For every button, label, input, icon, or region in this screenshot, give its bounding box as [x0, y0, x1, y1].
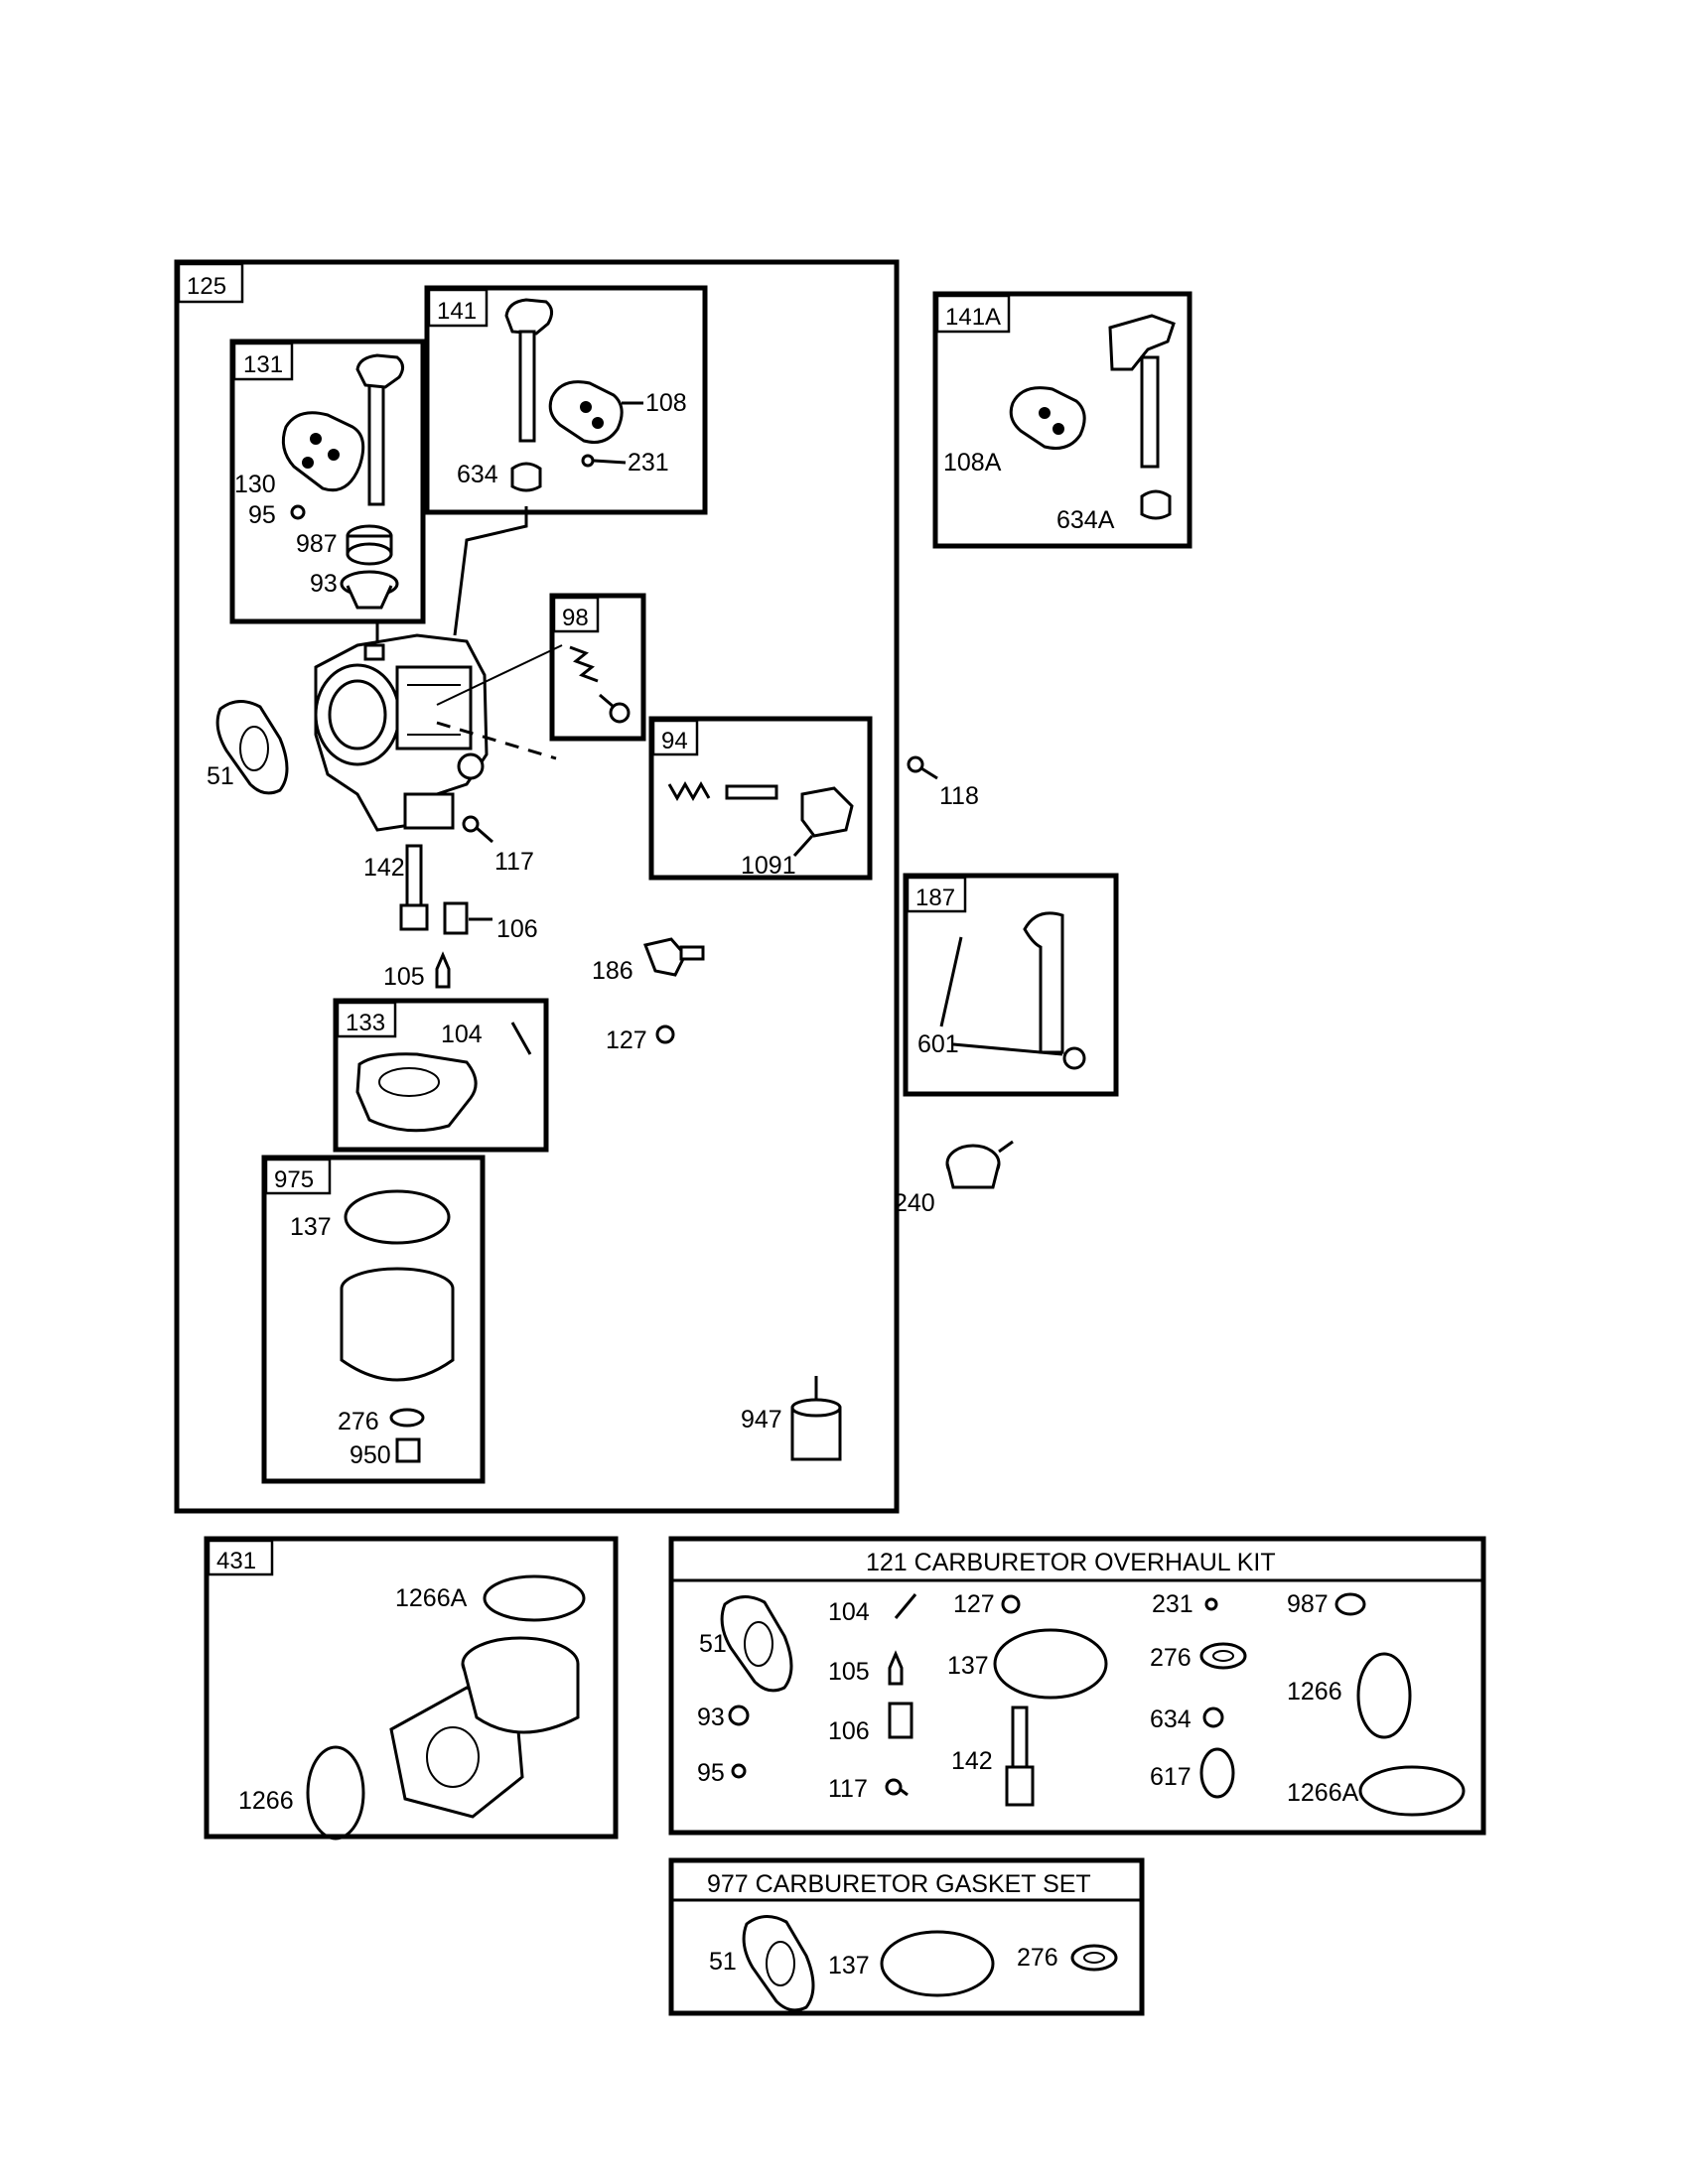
- panel-tag-187: 187: [915, 885, 955, 911]
- label-118: 118: [939, 782, 979, 810]
- panel-tag-94: 94: [661, 728, 688, 754]
- label-1266: 1266: [238, 1787, 294, 1815]
- label-104: 104: [441, 1021, 483, 1048]
- panel-tag-141a: 141A: [945, 304, 1001, 331]
- panel-975: 975 137 276 950: [261, 1155, 486, 1484]
- label-117: 117: [494, 848, 534, 876]
- label-1266a: 1266A: [395, 1584, 468, 1612]
- panel-131: 131 130 95 987 93: [229, 339, 426, 624]
- kit-label-617: 617: [1150, 1763, 1192, 1791]
- kit-label-276: 276: [1150, 1644, 1192, 1672]
- label-240: 240: [894, 1189, 935, 1217]
- kit-label-51: 51: [699, 1630, 727, 1658]
- kit-label-1266: 1266: [1287, 1678, 1342, 1706]
- label-108a: 108A: [943, 449, 1002, 477]
- gasket-51: [215, 700, 289, 795]
- panel-98: 98: [549, 593, 646, 742]
- panel-121-overhaul-kit: 121 CARBURETOR OVERHAUL KIT 51 104 105 1…: [668, 1536, 1486, 1836]
- set-label-137: 137: [828, 1952, 870, 1979]
- label-130: 130: [234, 471, 276, 498]
- panel-tag-133: 133: [346, 1010, 385, 1036]
- label-51: 51: [207, 762, 234, 790]
- kit-label-105: 105: [828, 1658, 870, 1686]
- kit-label-93: 93: [697, 1704, 725, 1731]
- label-634a: 634A: [1056, 506, 1115, 534]
- label-105: 105: [383, 963, 425, 991]
- label-950: 950: [350, 1441, 391, 1469]
- panel-187: 187 601: [903, 873, 1119, 1097]
- panel-125: 125: [174, 259, 900, 1514]
- kit-label-104: 104: [828, 1598, 870, 1626]
- kit-label-231: 231: [1152, 1590, 1193, 1618]
- label-987: 987: [296, 530, 338, 558]
- choke-plate-130: [281, 411, 365, 492]
- kit-label-95: 95: [697, 1759, 725, 1787]
- oring-1266: [306, 1745, 365, 1841]
- panel-tag-125: 125: [187, 273, 226, 300]
- panel-141: 141 108 231 634: [424, 285, 708, 515]
- label-95: 95: [248, 501, 276, 529]
- panel-tag-431: 431: [216, 1548, 256, 1574]
- kit-label-142: 142: [951, 1747, 993, 1775]
- panel-133: 133 104: [333, 998, 549, 1153]
- part-118: 118: [907, 755, 979, 810]
- label-634: 634: [457, 461, 498, 488]
- label-93: 93: [310, 570, 338, 598]
- kit-label-106: 106: [828, 1717, 870, 1745]
- panel-977-gasket-set: 977 CARBURETOR GASKET SET 51 137 276: [668, 1857, 1145, 2016]
- loose-parts: 51 117 142 106 105 186 127 947: [207, 700, 842, 1461]
- kit-label-137: 137: [947, 1652, 989, 1680]
- label-127: 127: [606, 1026, 647, 1054]
- label-106: 106: [496, 915, 538, 943]
- set-label-276: 276: [1017, 1944, 1058, 1972]
- panel-141a: 141A 108A 634A: [932, 291, 1193, 549]
- panel-tag-131: 131: [243, 351, 283, 378]
- label-947: 947: [741, 1406, 782, 1433]
- kit-label-1266a: 1266A: [1287, 1779, 1359, 1807]
- panel-tag-98: 98: [562, 605, 589, 631]
- kit-label-117: 117: [828, 1775, 868, 1803]
- kit-121-title: 121 CARBURETOR OVERHAUL KIT: [866, 1549, 1276, 1576]
- label-1091: 1091: [741, 852, 796, 880]
- label-276: 276: [338, 1408, 379, 1435]
- gasket-137: [344, 1189, 451, 1245]
- panel-tag-975: 975: [274, 1166, 314, 1193]
- panel-tag-141: 141: [437, 298, 477, 325]
- kit-label-127: 127: [953, 1590, 995, 1618]
- part-240: 240: [894, 1140, 1014, 1217]
- panel-431: 431 1266A 1266: [204, 1536, 619, 1841]
- oring-1266a: [483, 1574, 586, 1622]
- label-137: 137: [290, 1213, 332, 1241]
- label-142: 142: [363, 854, 405, 882]
- kit-label-634: 634: [1150, 1706, 1192, 1733]
- label-231: 231: [628, 449, 669, 477]
- carburetor-body: [314, 633, 489, 832]
- set-977-title: 977 CARBURETOR GASKET SET: [707, 1870, 1091, 1898]
- set-label-51: 51: [709, 1948, 737, 1976]
- panel-94: 94 1091: [648, 716, 873, 881]
- label-108: 108: [645, 389, 687, 417]
- label-601: 601: [917, 1030, 959, 1058]
- kit-label-987: 987: [1287, 1590, 1329, 1618]
- label-186: 186: [592, 957, 633, 985]
